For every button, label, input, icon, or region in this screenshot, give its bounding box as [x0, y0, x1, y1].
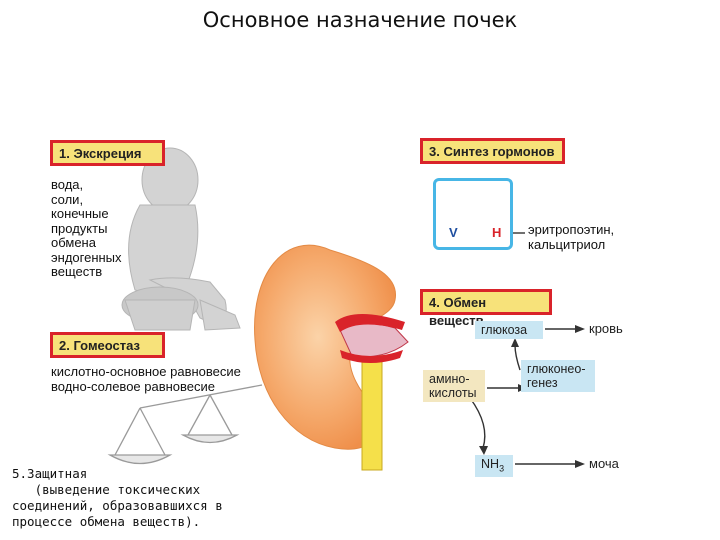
urine-label: моча — [589, 456, 619, 471]
child-illustration — [121, 147, 241, 331]
page-title: Основное назначение почек — [202, 8, 518, 32]
metabolism-label: 4. Обмен веществ — [420, 289, 552, 328]
gluconeogenesis-chip: глюконео- генез — [521, 360, 595, 392]
amino-acids-chip: амино- кислоты — [423, 370, 485, 402]
nh3-subscript: 3 — [499, 463, 505, 474]
excretion-list: вода, соли, конечные продукты обмена энд… — [51, 177, 122, 280]
homeostasis-item: кислотно-основное равновесие — [51, 364, 241, 379]
metabolism-arrows — [465, 229, 585, 468]
gluconeogenesis-line: глюконео- — [527, 362, 586, 376]
hormone-v: V — [449, 225, 458, 240]
homeostasis-label: 2. Гомеостаз — [50, 332, 165, 358]
hormone-products: эритропоэтин, кальцитриол — [528, 222, 615, 252]
gluconeogenesis-line: генез — [527, 376, 558, 390]
homeostasis-list: кислотно-основное равновесие водно-солев… — [51, 364, 241, 394]
hormone-product: кальцитриол — [528, 236, 606, 252]
excretion-item: соли, — [51, 191, 84, 207]
excretion-item: конечные — [51, 206, 109, 221]
hormones-label: 3. Синтез гормонов — [420, 138, 565, 164]
excretion-label: 1. Экскреция — [50, 140, 165, 166]
excretion-item: обмена — [51, 235, 96, 250]
nh3-chip: NH3 — [475, 455, 513, 477]
excretion-item: веществ — [51, 264, 103, 279]
kidney-illustration — [254, 244, 409, 471]
hormone-box — [433, 178, 513, 250]
amino-acids-line: кислоты — [429, 386, 477, 400]
hormone-product: эритропоэтин, — [528, 222, 615, 237]
scales-illustration — [107, 384, 263, 465]
amino-acids-line: амино- — [429, 372, 470, 386]
excretion-item: продукты — [51, 220, 108, 236]
glucose-chip: глюкоза — [475, 321, 543, 339]
excretion-item: эндогенных — [51, 249, 122, 265]
protective-function-text: 5.Защитная (выведение токсических соедин… — [12, 466, 223, 529]
hormone-h: H — [492, 225, 502, 240]
excretion-item: вода, — [51, 177, 84, 192]
nh3-text: NH — [481, 457, 500, 471]
blood-label: кровь — [589, 321, 623, 336]
homeostasis-item: водно-солевое равновесие — [51, 378, 216, 394]
